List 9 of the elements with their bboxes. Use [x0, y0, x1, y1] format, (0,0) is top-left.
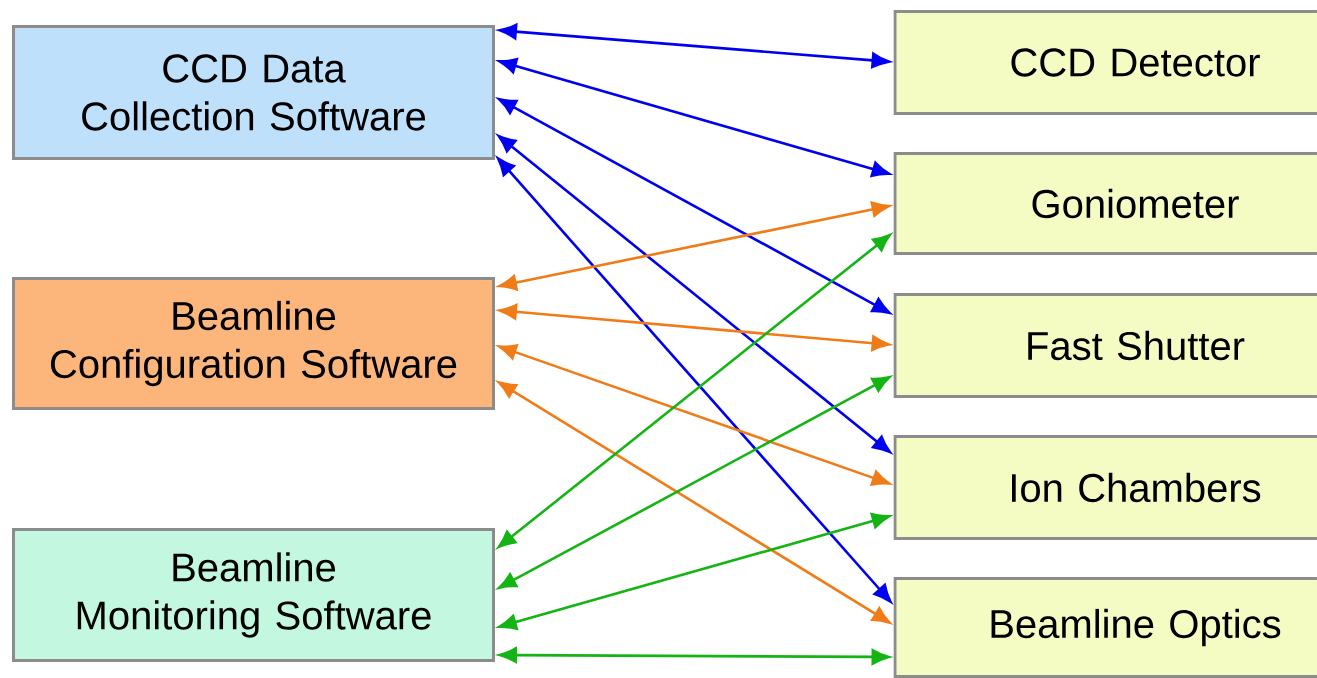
box: Beamline Configuration Software — [12, 277, 495, 410]
box: Ion Chambers — [893, 435, 1317, 540]
box: Fast Shutter — [893, 293, 1317, 398]
box: Beamline Monitoring Software — [12, 528, 495, 662]
box: Goniometer — [893, 152, 1317, 255]
box: CCD Detector — [893, 10, 1317, 115]
box: Beamline Optics — [893, 577, 1317, 678]
box: CCD Data Collection Software — [12, 25, 495, 160]
arrow — [498, 58, 891, 177]
